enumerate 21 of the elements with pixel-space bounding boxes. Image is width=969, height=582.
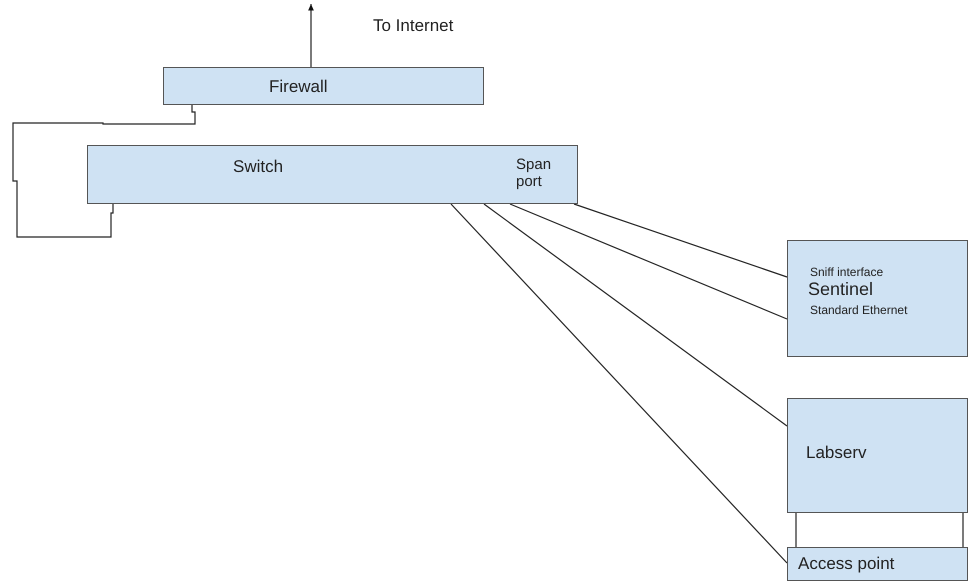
connector-line <box>962 513 964 547</box>
connector-line <box>574 203 788 278</box>
device-label: Switch <box>233 157 284 177</box>
connector-line <box>510 203 788 320</box>
device-label: Firewall <box>269 77 328 97</box>
device-box <box>787 547 968 581</box>
connector-line <box>450 204 788 564</box>
device-box <box>787 398 968 513</box>
device-label: Sentinel <box>808 279 874 300</box>
device-label: Access point <box>798 554 894 574</box>
connector-line <box>484 204 788 426</box>
device-box <box>787 240 968 357</box>
device-box <box>87 145 578 204</box>
arrow <box>308 4 314 67</box>
port-label: Standard Ethernet <box>810 304 908 318</box>
port-label: Sniff interface <box>810 266 884 280</box>
port-label: Span port <box>516 156 552 190</box>
device-label: Labserv <box>806 443 866 463</box>
connector-line <box>795 513 797 547</box>
device-box <box>163 67 484 105</box>
connector-line <box>12 105 196 238</box>
